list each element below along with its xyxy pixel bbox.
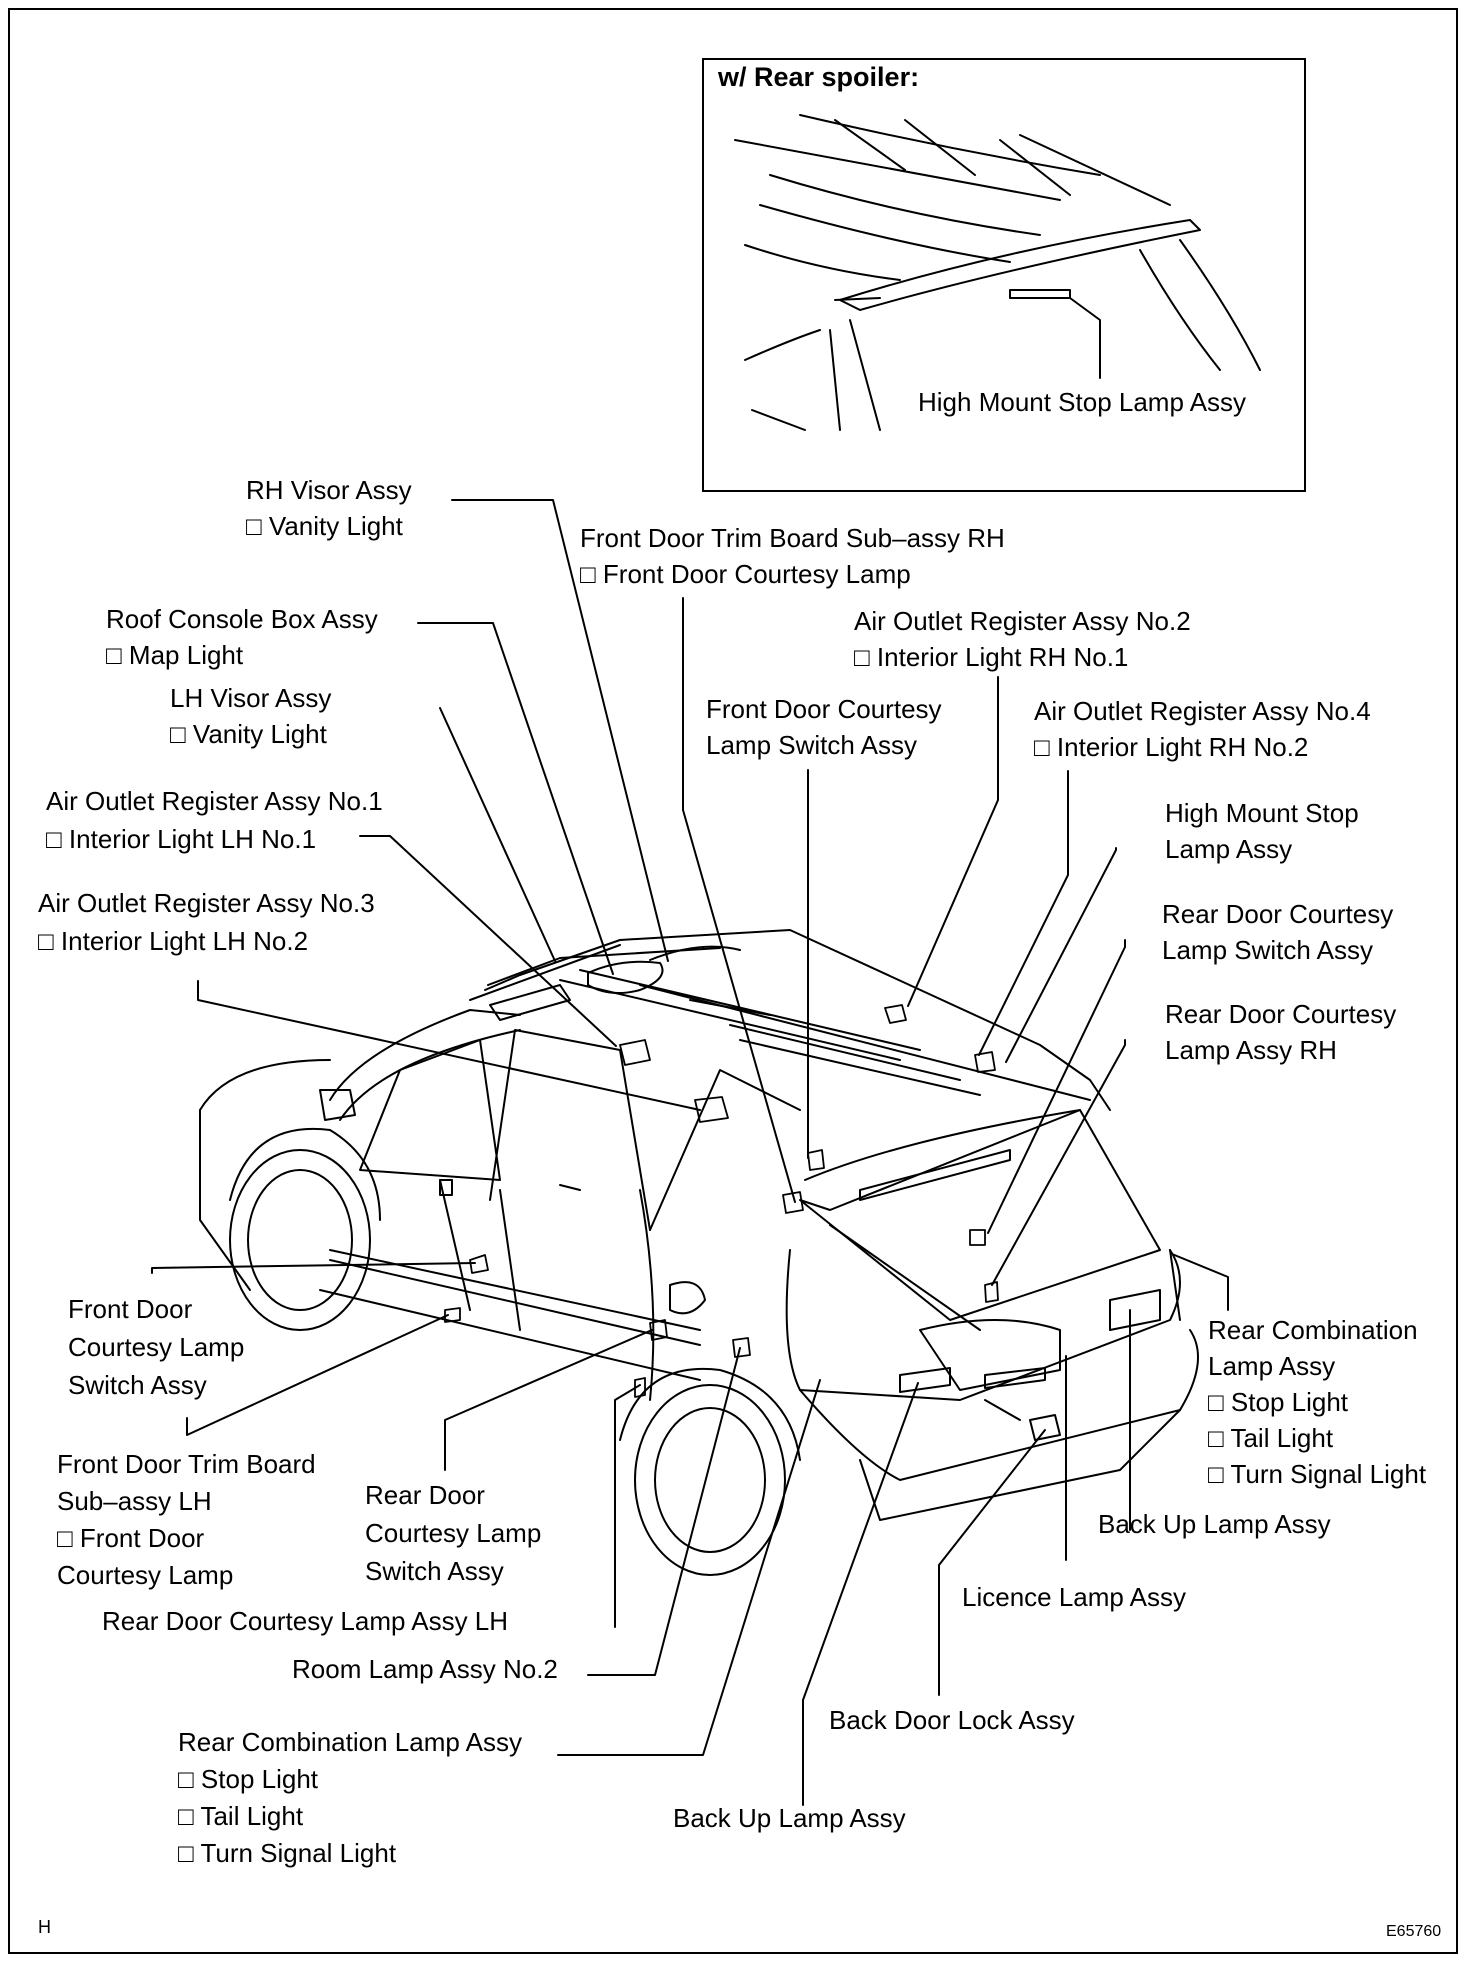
label-front-door-trim-rh: Front Door Trim Board Sub–assy RH□ Front… (580, 523, 1005, 589)
rear-spoiler-inset (702, 58, 1306, 492)
label-roof-console: Roof Console Box Assy□ Map Light (106, 604, 378, 670)
label-rear-door-courtesy-lamp-lh: Rear Door Courtesy Lamp Assy LH (102, 1606, 509, 1636)
inset-title: w/ Rear spoiler: (718, 62, 920, 92)
leader-lines (151, 499, 1229, 1806)
figure-code: E65760 (1386, 1923, 1442, 1940)
label-back-up-lamp-bottom: Back Up Lamp Assy (673, 1803, 906, 1833)
label-air-outlet-2: Air Outlet Register Assy No.2□ Interior … (854, 606, 1191, 672)
inset-label-high-mount-stop-lamp: High Mount Stop Lamp Assy (918, 387, 1247, 417)
label-lh-visor: LH Visor Assy□ Vanity Light (170, 683, 332, 749)
label-air-outlet-1: Air Outlet Register Assy No.1□ Interior … (46, 786, 383, 854)
spoiler-sketch (734, 114, 1261, 431)
label-rh-visor: RH Visor Assy□ Vanity Light (246, 475, 412, 541)
vehicle-body (199, 929, 1199, 1576)
label-licence-lamp: Licence Lamp Assy (962, 1582, 1187, 1612)
label-back-up-lamp-right: Back Up Lamp Assy (1098, 1509, 1331, 1539)
label-room-lamp-2: Room Lamp Assy No.2 (292, 1654, 558, 1684)
label-rear-combination-left: Rear Combination Lamp Assy□ Stop Light□ … (178, 1727, 522, 1868)
label-air-outlet-4: Air Outlet Register Assy No.4□ Interior … (1034, 696, 1371, 762)
corner-mark-left: H (38, 1917, 51, 1937)
diagram-frame (8, 8, 1458, 1954)
component-markers (444, 1004, 999, 1398)
label-back-door-lock: Back Door Lock Assy (829, 1705, 1075, 1735)
label-air-outlet-3: Air Outlet Register Assy No.3□ Interior … (38, 888, 375, 956)
